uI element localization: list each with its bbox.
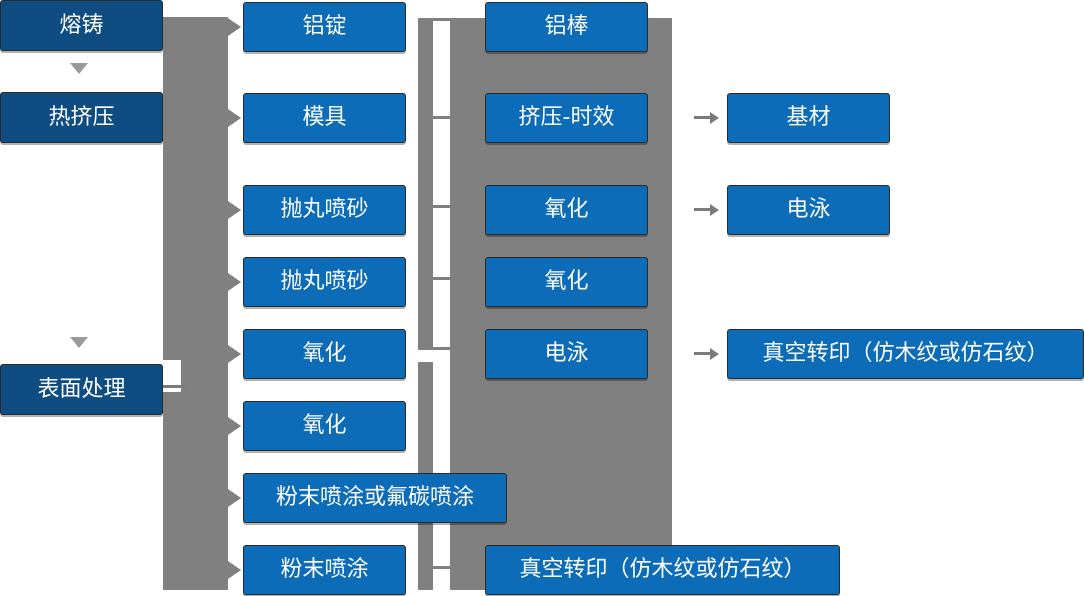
node-box-electrophoresis-c4[interactable]: 电泳: [727, 185, 890, 235]
node-box-aluminum-bar[interactable]: 铝棒: [485, 2, 648, 52]
connector-arrow-to-col4-1: [710, 204, 719, 216]
connector-arrow-to-col2-6: [228, 489, 241, 507]
node-box-oxidation-c2-2[interactable]: 氧化: [243, 401, 406, 451]
connector-arrow-surface-down: [70, 337, 88, 348]
connector-line-to-col4-0: [694, 116, 710, 119]
node-box-shot-blasting-2[interactable]: 抛丸喷砂: [243, 257, 406, 307]
connector-arrow-to-col4-2: [710, 348, 719, 360]
node-box-base-material[interactable]: 基材: [727, 93, 890, 143]
connector-tick-4: [433, 347, 450, 350]
connector-arrow-melting-down: [70, 63, 88, 74]
connector-arrow-to-col2-5: [228, 417, 241, 435]
stage-box-surface-treatment[interactable]: 表面处理: [0, 364, 163, 415]
node-box-mold[interactable]: 模具: [243, 93, 406, 143]
node-box-aluminum-ingot[interactable]: 铝锭: [243, 2, 406, 52]
connector-tick-0: [433, 18, 450, 21]
connector-arrow-to-col2-3: [228, 273, 241, 291]
connector-arrow-to-col2-2: [228, 201, 241, 219]
node-box-powder-coating[interactable]: 粉末喷涂: [243, 545, 406, 595]
connector-trunk-left: [163, 17, 228, 590]
connector-stub-surface: [163, 385, 185, 388]
connector-tick-5: [433, 566, 450, 569]
node-box-oxidation-c2-1[interactable]: 氧化: [243, 329, 406, 379]
connector-tick-1: [433, 116, 450, 119]
connector-arrow-to-col2-0: [228, 18, 241, 36]
node-box-powder-or-fluorocarbon-coating[interactable]: 粉末喷涂或氟碳喷涂: [243, 473, 507, 523]
node-box-oxidation-c3-2[interactable]: 氧化: [485, 257, 648, 307]
connector-tick-3: [433, 277, 450, 280]
connector-tick-2: [433, 205, 450, 208]
node-box-vacuum-transfer-printing-c4[interactable]: 真空转印（仿木纹或仿石纹）: [727, 329, 1084, 379]
connector-arrow-to-col2-1: [228, 109, 241, 127]
connector-line-to-col4-1: [694, 208, 710, 211]
connector-arrow-to-col2-4: [228, 345, 241, 363]
connector-arrow-to-col4-0: [710, 112, 719, 124]
connector-arrow-to-col2-7: [228, 561, 241, 579]
node-box-shot-blasting-1[interactable]: 抛丸喷砂: [243, 185, 406, 235]
node-box-electrophoresis-c3[interactable]: 电泳: [485, 329, 648, 379]
connector-bar-mid-a: [418, 18, 433, 350]
node-box-extrusion-aging[interactable]: 挤压-时效: [485, 93, 648, 143]
connector-line-to-col4-2: [694, 352, 710, 355]
stage-box-melting[interactable]: 熔铸: [0, 0, 163, 51]
stage-box-extrusion[interactable]: 热挤压: [0, 92, 163, 143]
connector-trunk-left-notch: [163, 360, 181, 392]
node-box-oxidation-c3-1[interactable]: 氧化: [485, 185, 648, 235]
node-box-vacuum-transfer-printing-c3[interactable]: 真空转印（仿木纹或仿石纹）: [485, 545, 840, 595]
